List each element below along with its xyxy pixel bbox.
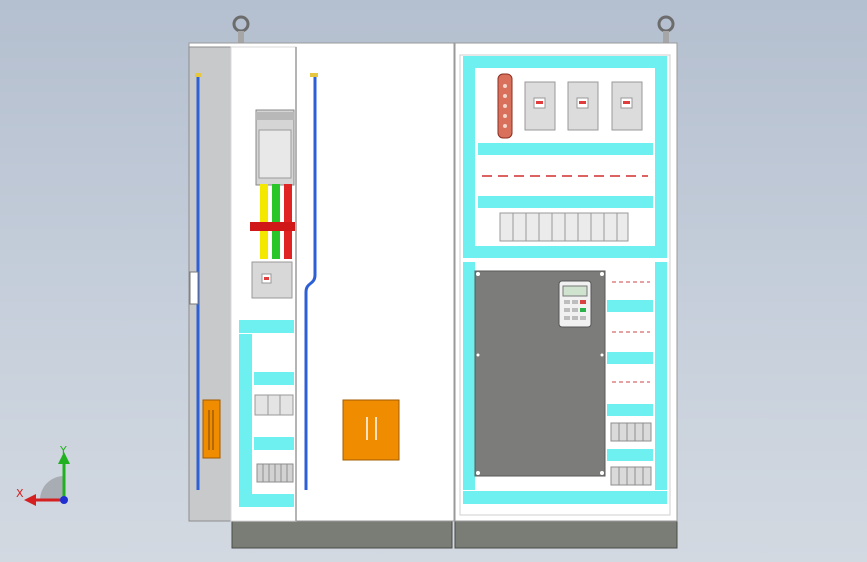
terminal-block-right-1	[610, 422, 652, 442]
breaker-row-mid	[251, 261, 293, 299]
main-breaker	[255, 109, 295, 186]
base-plinth-left	[231, 519, 453, 549]
breaker-upper-3	[611, 81, 643, 131]
phase-link-l2	[272, 184, 280, 259]
duct-v-1	[239, 334, 252, 494]
copper-bar	[497, 73, 513, 139]
duct-right-lower	[655, 262, 667, 490]
phase-link-l3	[284, 184, 292, 259]
terminal-block-left	[256, 463, 294, 483]
duct-r-2	[607, 352, 653, 364]
duct-left-lower	[463, 262, 475, 490]
door-handle-left[interactable]	[202, 399, 221, 459]
breaker-upper-1	[524, 81, 556, 131]
duct-mid-3	[463, 246, 667, 258]
terminal-block-right-2	[610, 466, 652, 486]
duct-r-4	[607, 449, 653, 461]
base-plinth-right	[454, 519, 678, 549]
duct-top	[463, 56, 667, 68]
relay-row	[499, 212, 629, 242]
lifting-eye-right	[657, 15, 675, 43]
busbar-center	[304, 73, 318, 490]
duct-left-upper	[463, 68, 475, 246]
x-axis-label: X	[16, 487, 24, 500]
breaker-upper-2	[567, 81, 599, 131]
busbar-red-horizontal	[250, 222, 295, 231]
axis-triad: Y X	[16, 444, 70, 506]
duct-h-4	[239, 494, 294, 507]
duct-r-1	[607, 300, 653, 312]
duct-right-upper	[655, 68, 667, 246]
y-axis-label: Y	[59, 444, 67, 457]
door-handle-center[interactable]	[342, 399, 400, 461]
busbar-left	[189, 73, 201, 490]
duct-r-3	[607, 404, 653, 416]
vfd-keypad[interactable]	[558, 280, 592, 328]
lifting-eye-left	[232, 15, 250, 43]
duct-mid-2	[478, 196, 653, 208]
duct-mid-1	[478, 143, 653, 155]
duct-bottom	[463, 491, 667, 504]
duct-h-2	[254, 372, 294, 385]
duct-h-1	[239, 320, 294, 333]
z-axis-dot	[60, 496, 68, 504]
phase-link-l1	[260, 184, 268, 259]
breaker-row-low	[254, 394, 294, 416]
duct-h-3	[254, 437, 294, 450]
